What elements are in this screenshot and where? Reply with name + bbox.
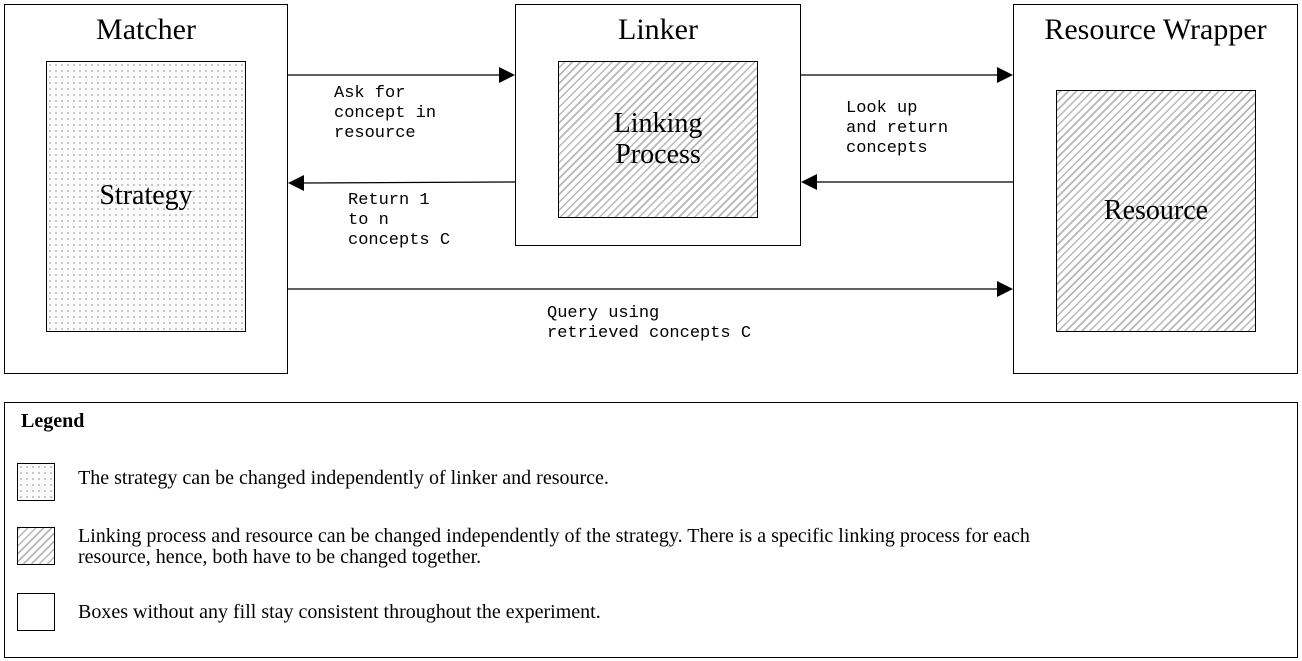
matcher-box: Matcher Strategy [4,4,288,374]
arrowhead-ask [499,67,515,83]
edge-label-return: Return 1 to n concepts C [348,191,451,250]
strategy-label: Strategy [99,180,193,212]
edge-label-query: Query using retrieved concepts C [547,304,752,343]
legend-box [4,402,1298,658]
edge-label-lookup: Look up and return concepts [846,99,949,158]
resource-label: Resource [1103,194,1209,226]
legend-swatch-dotted [17,463,55,501]
resource-wrapper-box: Resource Wrapper Resource [1013,4,1298,374]
resource-wrapper-title: Resource Wrapper [1044,13,1267,46]
linking-process-box: Linking Process [558,61,758,218]
arrows-layer [288,67,1013,297]
linking-process-label-line1: Linking [613,108,703,140]
edge-label-ask: Ask for concept in resource [334,84,437,143]
matcher-title: Matcher [96,13,196,46]
legend-text-hatched: Linking process and resource can be chan… [78,526,1030,568]
legend-text-dotted: The strategy can be changed independentl… [78,467,609,489]
legend-swatch-empty [17,593,55,631]
arrowhead-lookup [997,67,1013,83]
arrowhead-concepts-back [801,174,817,190]
linking-process-label-line2: Process [615,138,701,170]
arrowhead-query [997,281,1013,297]
legend-text-empty: Boxes without any fill stay consistent t… [78,601,601,623]
resource-box: Resource [1056,90,1256,332]
linker-title: Linker [618,13,698,46]
strategy-box: Strategy [46,61,246,332]
arrow-return [302,181,516,184]
legend-text-hatched-line2: resource, hence, both have to be changed… [78,546,482,568]
legend-title: Legend [21,410,85,432]
arrowhead-return [288,175,304,191]
legend-text-hatched-line1: Linking process and resource can be chan… [78,525,1030,547]
linker-box: Linker Linking Process [515,4,801,246]
legend-swatch-hatched [17,527,55,565]
